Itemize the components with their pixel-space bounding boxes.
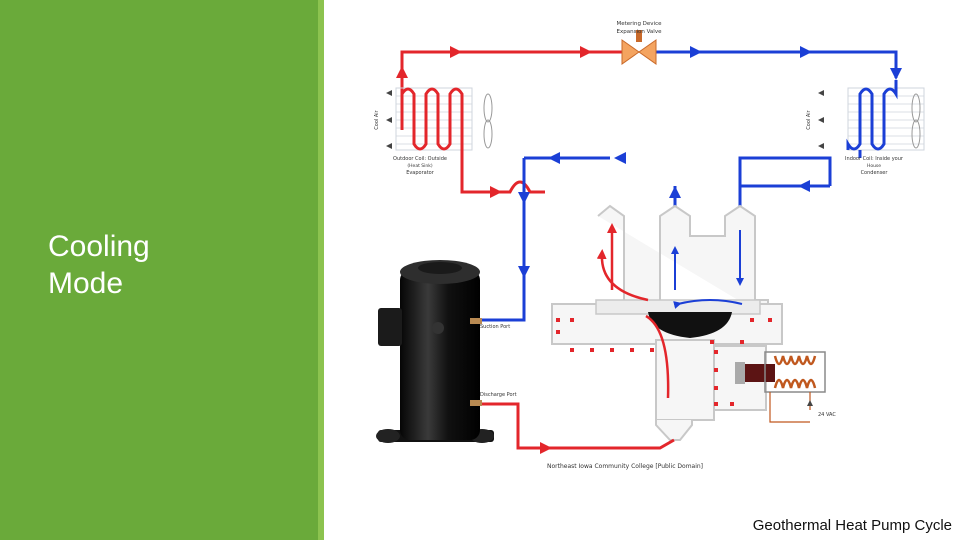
arrow-right-icon: [450, 46, 462, 58]
indoor-air-arrows: [818, 90, 824, 149]
slide-title-line-2: Mode: [48, 267, 124, 300]
arrow-right-icon: [490, 186, 502, 198]
indoor-coil-label: Indoor Coil: Inside your: [845, 156, 904, 162]
outdoor-coil-sublabel: (Heat Sink): [407, 163, 432, 169]
discharge-line: [480, 402, 675, 454]
arrow-down-icon: [890, 68, 902, 80]
slide-footer: Geothermal Heat Pump Cycle: [752, 517, 952, 534]
side-panel-accent: [318, 0, 324, 540]
slide-title-line-1: Cooling: [48, 230, 150, 263]
arrow-up-icon: [396, 66, 408, 78]
outdoor-fan-icon: [483, 93, 493, 149]
arrow-up-icon: [669, 186, 681, 198]
slide-title: Cooling Mode: [48, 228, 298, 302]
indoor-air-label: Cool Air: [806, 109, 812, 129]
arrow-right-icon: [690, 46, 702, 58]
solenoid-coil: [735, 351, 826, 423]
outdoor-coil-label: Outdoor Coil: Outside: [393, 156, 447, 162]
discharge-port-label: Discharge Port: [480, 392, 517, 398]
arrow-down-icon: [518, 192, 530, 204]
arrow-left-icon: [548, 152, 560, 164]
expansion-valve-icon: [621, 30, 657, 65]
side-panel: [0, 0, 318, 540]
indoor-coil-sublabel: House: [867, 163, 881, 169]
indoor-coil: [846, 80, 925, 158]
outdoor-air-arrows: [386, 90, 392, 149]
expansion-valve-label: Expansion Valve: [617, 29, 663, 35]
heat-pump-diagram: Metering Device Expansion Valve Cool Air…: [374, 21, 925, 470]
evaporator-label: Evaporator: [406, 170, 435, 176]
compressor-image: [376, 260, 494, 443]
arrow-down-icon: [518, 266, 530, 278]
outdoor-coil: [395, 87, 473, 151]
arrow-left-icon: [798, 180, 810, 192]
arrow-right-icon: [540, 442, 552, 454]
metering-device-label: Metering Device: [617, 21, 663, 27]
arrow-left-icon: [614, 152, 626, 164]
arrow-right-icon: [800, 46, 812, 58]
voltage-label: 24 VAC: [818, 412, 836, 418]
image-credit: Northeast Iowa Community College [Public…: [547, 463, 703, 470]
condenser-label: Condenser: [861, 170, 889, 176]
indoor-fan-icon: [911, 93, 921, 149]
outdoor-to-valve-line: [460, 150, 545, 198]
arrow-right-icon: [580, 46, 592, 58]
suction-port-label: Suction Port: [480, 324, 510, 330]
reversing-valve: [551, 204, 783, 441]
outdoor-air-label: Cool Air: [374, 109, 380, 129]
